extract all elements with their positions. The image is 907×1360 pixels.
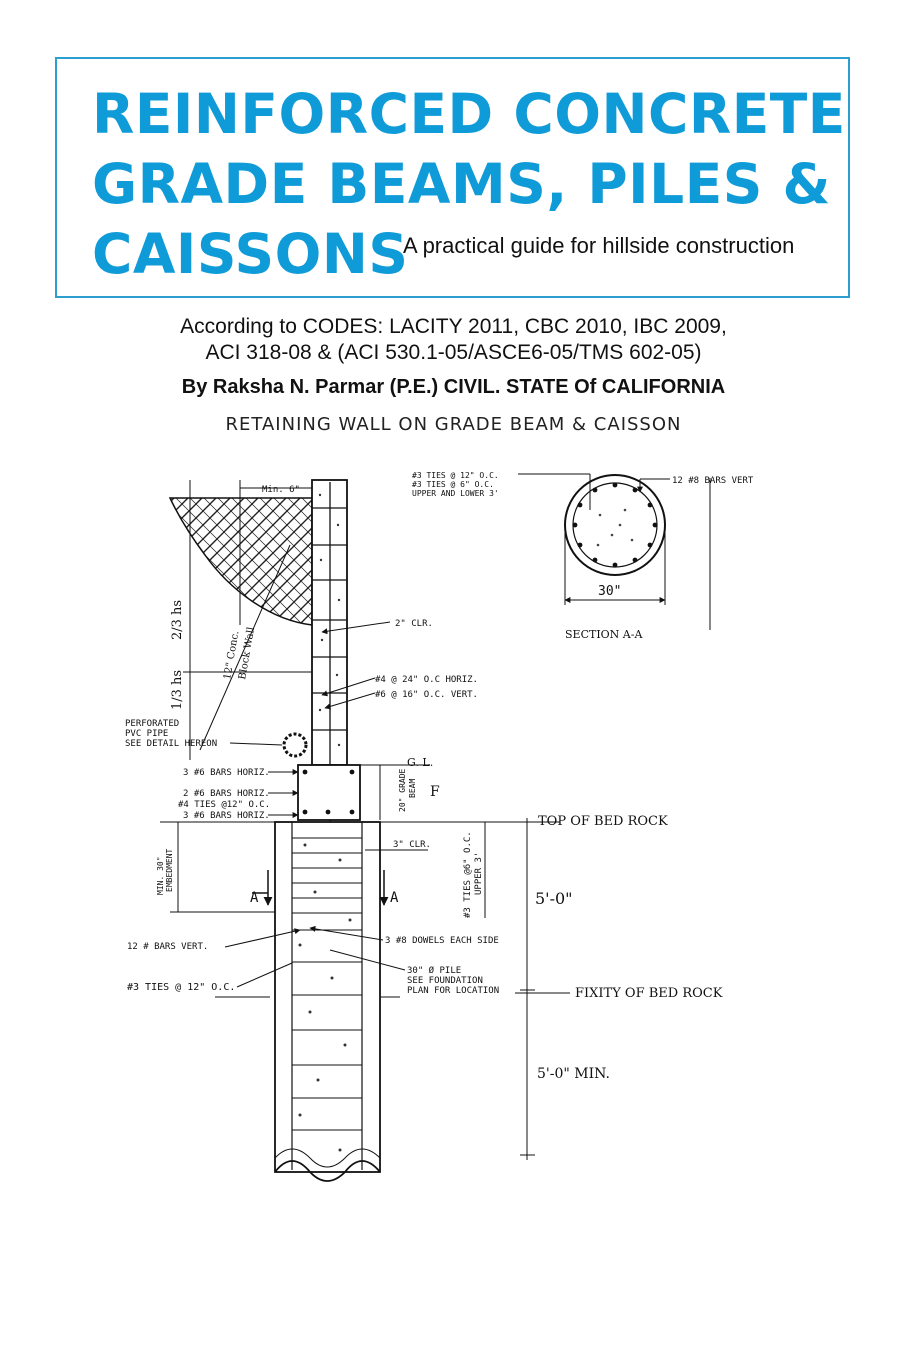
section-ties-1: #3 TIES @ 12" O.C. xyxy=(412,471,499,480)
section-bars-label: 12 #8 BARS VERT xyxy=(672,476,754,486)
section-label: SECTION A-A xyxy=(565,628,643,641)
subtitle: A practical guide for hillside construct… xyxy=(403,233,795,258)
codes-line-2: ACI 318-08 & (ACI 530.1-05/ASCE6-05/TMS … xyxy=(205,341,702,364)
section-circle xyxy=(564,474,666,576)
pile-break xyxy=(274,1160,381,1182)
grade-beam-label-1: 20" GRADE xyxy=(398,768,407,812)
gl-label: G. L. xyxy=(407,756,433,769)
perf-label-2: PVC PIPE xyxy=(125,729,168,739)
ties12-label: #3 TIES @ 12" O.C. xyxy=(127,982,235,993)
fixity-label: FIXITY OF BED ROCK xyxy=(575,986,723,1001)
embed-label-2: EMBEDMENT xyxy=(165,848,174,892)
beam-bar-4: 3 #6 BARS HORIZ. xyxy=(183,811,270,821)
figure-title: RETAINING WALL ON GRADE BEAM & CAISSON xyxy=(225,414,682,435)
two-thirds-hs-label: 2/3 hs xyxy=(170,600,185,640)
title-line-2: GRADE BEAMS, PILES & xyxy=(92,152,831,216)
pile-ties xyxy=(292,837,362,1131)
clr2-label: 2" CLR. xyxy=(395,619,433,629)
author-line: By Raksha N. Parmar (P.E.) CIVIL. STATE … xyxy=(181,376,726,398)
title-box: REINFORCED CONCRETE GRADE BEAMS, PILES &… xyxy=(55,57,850,298)
pile-label-3: PLAN FOR LOCATION xyxy=(407,986,499,996)
perf-label-1: PERFORATED xyxy=(125,719,179,729)
section-ties-3: UPPER AND LOWER 3' xyxy=(412,489,499,498)
section-bars xyxy=(572,482,658,568)
bar6-label: #6 @ 16" O.C. VERT. xyxy=(375,690,478,700)
bars-vert-label: 12 # BARS VERT. xyxy=(127,942,208,952)
min6-label: Min. 6" xyxy=(262,485,300,495)
f-label: F xyxy=(430,784,440,800)
bar4-label: #4 @ 24" O.C HORIZ. xyxy=(375,675,478,685)
section-a-left: A xyxy=(250,890,259,906)
pile-label-1: 30" Ø PILE xyxy=(407,965,461,976)
embed-label-1: MIN. 30" xyxy=(156,856,165,895)
beam-bar-3: #4 TIES @12" O.C. xyxy=(178,800,270,810)
beam-bar-1: 3 #6 BARS HORIZ. xyxy=(183,768,270,778)
beam-bar-2: 2 #6 BARS HORIZ. xyxy=(183,789,270,799)
section-a-right: A xyxy=(390,890,399,906)
perforated-pipe xyxy=(282,732,308,758)
perf-label-3: SEE DETAIL HEREON xyxy=(125,739,217,749)
dim-5-0-min: 5'-0" MIN. xyxy=(537,1066,610,1082)
codes-line-1: According to CODES: LACITY 2011, CBC 201… xyxy=(180,315,727,338)
dowels-label: 3 #8 DOWELS EACH SIDE xyxy=(385,936,499,946)
grade-beam-label-2: BEAM xyxy=(408,779,417,798)
soil-backfill xyxy=(168,497,313,626)
dim-5-0: 5'-0" xyxy=(535,889,573,908)
title-line-1: REINFORCED CONCRETE xyxy=(92,82,846,146)
retaining-wall-diagram: Min. 6" 2/3 hs 1/3 hs 12" Conc. Block Wa… xyxy=(125,471,754,1182)
section-ties-2: #3 TIES @ 6" O.C. xyxy=(412,480,494,489)
ties-upper-1: #3 TIES @6" O.C. xyxy=(463,831,473,918)
one-third-hs-label: 1/3 hs xyxy=(170,670,185,710)
pile-shaft xyxy=(274,821,381,1173)
pile-label-2: SEE FOUNDATION xyxy=(407,976,483,986)
clr3-label: 3" CLR. xyxy=(393,840,431,850)
ties-upper-2: UPPER 3' xyxy=(474,852,484,895)
title-line-3: CAISSONS xyxy=(92,222,409,286)
section-dim: 30" xyxy=(598,584,621,599)
top-bed-rock-label: TOP OF BED ROCK xyxy=(538,814,668,829)
